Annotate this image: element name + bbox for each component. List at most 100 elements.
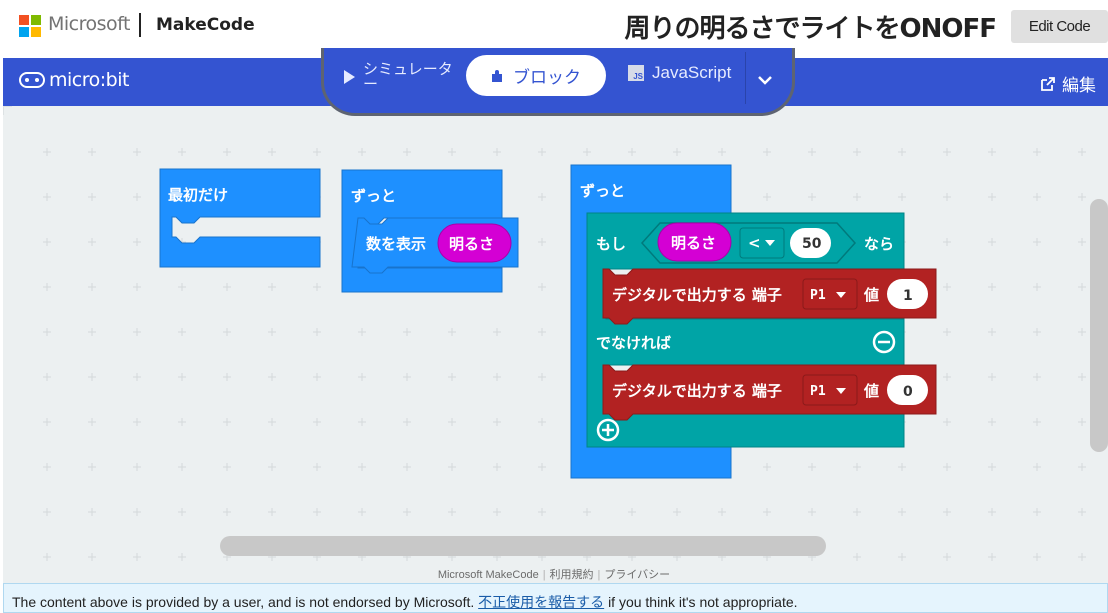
grid-mark [673,148,681,156]
tab-blocks-label: ブロック [513,68,581,88]
grid-mark [1033,553,1041,561]
grid-mark [988,193,996,201]
grid-mark [538,373,546,381]
grid-mark [448,463,456,471]
grid-mark [358,508,366,516]
footer-separator: | [542,569,546,581]
grid-mark [223,508,231,516]
compare-value-field[interactable] [790,228,831,258]
grid-mark [1033,328,1041,336]
grid-mark [178,463,186,471]
remove-else-icon[interactable] [872,330,896,354]
grid-mark [943,418,951,426]
grid-mark [178,328,186,336]
grid-mark [88,553,96,561]
edit-code-button[interactable]: Edit Code [1011,10,1108,43]
grid-mark [943,373,951,381]
edit-project-button[interactable]: 編集 [1040,71,1096,96]
grid-mark [628,148,636,156]
grid-mark [448,418,456,426]
disclaimer-text-after: if you think it's not appropriate. [608,594,798,610]
grid-mark [1078,238,1086,246]
grid-mark [1078,508,1086,516]
grid-mark [538,148,546,156]
workspace-footer: Microsoft MakeCode|利用規約|プライバシー [0,566,1108,582]
grid-mark [313,283,321,291]
grid-mark [1033,238,1041,246]
grid-mark [403,328,411,336]
tab-blocks[interactable]: ブロック [466,55,606,96]
grid-mark [628,508,636,516]
chevron-down-icon[interactable] [756,71,774,89]
footer-separator: | [597,569,601,581]
pin-dropdown-1[interactable] [802,278,858,310]
grid-mark [853,553,861,561]
add-else-if-icon[interactable] [596,418,620,442]
light-level-reporter-1[interactable] [437,223,512,263]
on-start-block[interactable]: 最初だけ [159,168,321,268]
show-number-block[interactable]: 数を表示 明るさ [351,217,519,274]
grid-mark [988,418,996,426]
grid-mark [88,283,96,291]
grid-mark [403,373,411,381]
horizontal-scrollbar[interactable] [220,536,826,556]
tab-javascript[interactable]: JS JavaScript [628,63,731,83]
grid-mark [403,463,411,471]
grid-mark [313,508,321,516]
blocks-workspace[interactable] [3,106,1108,583]
grid-mark [43,418,51,426]
on-start-label: 最初だけ [168,186,228,204]
grid-mark [313,148,321,156]
digital-write-block-2[interactable]: デジタルで出力する 端子 P1 値 0 [602,364,937,421]
value-2: 0 [903,384,913,400]
operator-chevron-icon [765,240,775,246]
pin-dropdown-2[interactable] [802,374,858,406]
show-number-label: 数を表示 [366,235,426,253]
content-disclaimer: The content above is provided by a user,… [3,583,1108,613]
light-level-label-1: 明るさ [449,235,494,253]
grid-mark [988,553,996,561]
grid-mark [493,328,501,336]
grid-mark [43,463,51,471]
grid-mark [178,148,186,156]
report-abuse-link[interactable]: 不正使用を報告する [478,594,605,610]
grid-mark [88,463,96,471]
grid-mark [43,238,51,246]
grid-mark [43,148,51,156]
grid-mark [583,508,591,516]
grid-mark [988,148,996,156]
grid-mark [313,418,321,426]
footer-privacy-link[interactable]: プライバシー [604,569,671,581]
grid-mark [763,508,771,516]
vertical-scrollbar[interactable] [1090,199,1108,452]
value-label-1: 値 [863,286,879,304]
digital-write-block-1[interactable]: デジタルで出力する 端子 P1 値 1 [602,268,937,325]
grid-mark [88,328,96,336]
top-brand-bar: Microsoft MakeCode 周りの明るさでライトをONOFF Edit… [0,0,1108,56]
grid-mark [1078,148,1086,156]
grid-mark [178,373,186,381]
grid-mark [538,238,546,246]
pin-chevron-icon-1 [836,292,846,298]
value-field-2[interactable] [887,375,928,405]
tab-simulator-label: シミュレーター [363,60,453,93]
microbit-logo[interactable]: micro:bit [19,69,129,91]
light-level-reporter-2[interactable] [657,222,732,262]
grid-mark [133,508,141,516]
grid-mark [403,508,411,516]
grid-mark [43,373,51,381]
footer-brand-link[interactable]: Microsoft MakeCode [437,569,539,581]
grid-mark [493,148,501,156]
footer-terms-link[interactable]: 利用規約 [549,569,594,581]
operator-dropdown[interactable] [739,227,785,259]
value-field-1[interactable] [887,279,928,309]
grid-mark [943,193,951,201]
grid-mark [268,148,276,156]
grid-mark [538,328,546,336]
tab-simulator[interactable]: シミュレーター [344,62,453,92]
play-icon [344,70,355,84]
grid-mark [268,418,276,426]
grid-mark [448,148,456,156]
grid-mark [1078,463,1086,471]
grid-mark [403,418,411,426]
